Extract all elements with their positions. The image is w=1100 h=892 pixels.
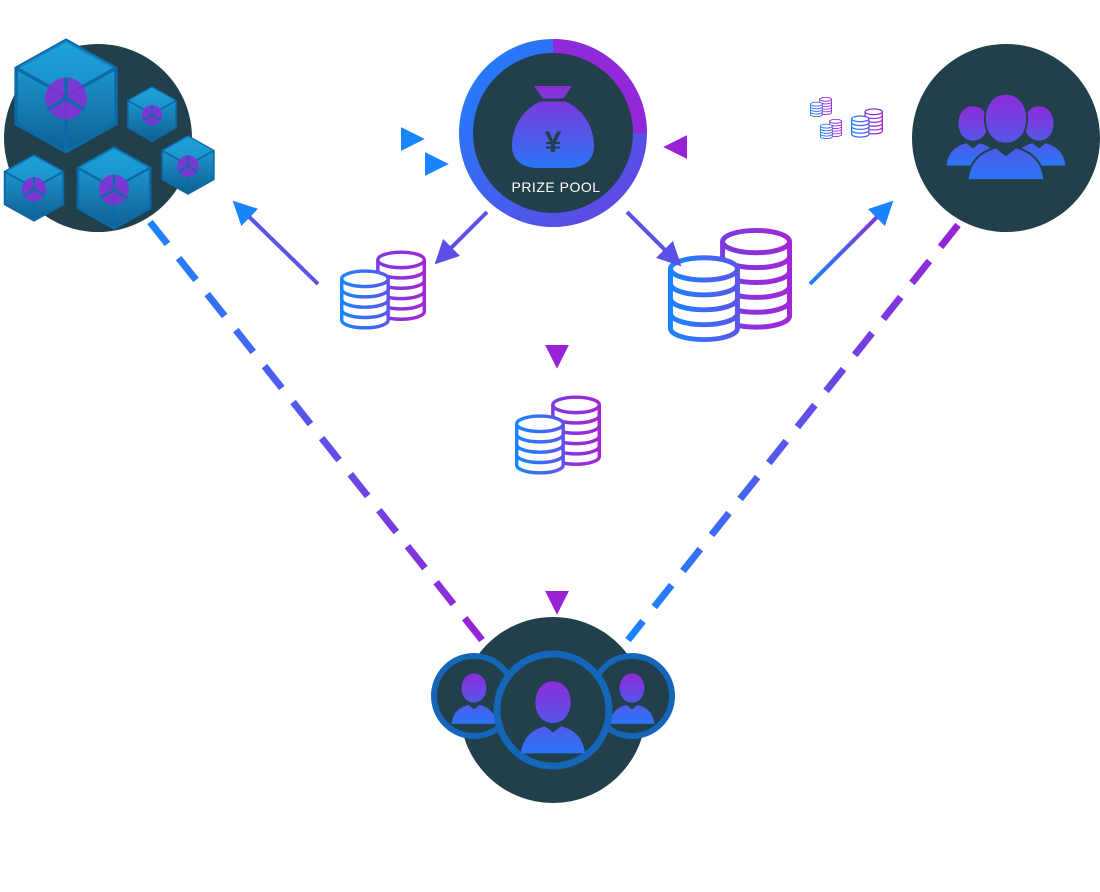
- coin-stack-icon: [340, 250, 426, 330]
- prize-pool-label: PRIZE POOL: [511, 179, 600, 195]
- money-bag-icon: ¥: [512, 86, 594, 168]
- user-group-node[interactable]: [912, 44, 1100, 232]
- arrow-pool-to-right-coins: [625, 210, 682, 267]
- arrow-pool-to-left-coins: [434, 210, 489, 265]
- prize-pool-node[interactable]: ¥ PRIZE POOL: [459, 39, 647, 227]
- blockchain-network-node[interactable]: [3, 38, 215, 232]
- small-coins-icon: [810, 97, 883, 139]
- coin-stack-icon: [670, 230, 789, 339]
- arrow-coins-to-users: [808, 200, 894, 286]
- community-node[interactable]: [431, 617, 675, 803]
- currency-symbol: ¥: [545, 126, 562, 159]
- coin-stack-icon: [515, 395, 601, 475]
- flow-arrows: [232, 127, 894, 615]
- dashed-line-users-to-community: [625, 222, 961, 643]
- community-avatars-icon: [431, 650, 675, 770]
- arrow-coins-to-network: [232, 200, 320, 286]
- dashed-connectors: [147, 219, 961, 643]
